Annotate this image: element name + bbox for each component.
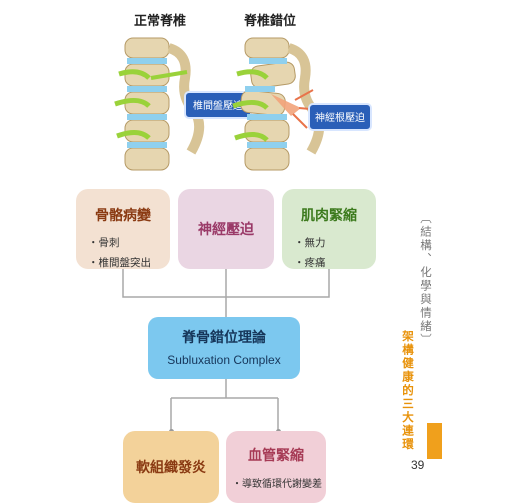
- chapter-side-title: 〔結構、化學與情緒〕 架構健康的三大連環: [398, 212, 434, 452]
- muscle-tension-title: 肌肉緊縮: [301, 208, 357, 224]
- nerve-compression-title: 神經壓迫: [198, 222, 254, 238]
- disc-compression-callout-text: 椎間盤壓迫: [193, 99, 243, 112]
- bone-item-disc-herniation: 椎間盤突出: [88, 255, 170, 270]
- muscle-tension-box: 肌肉緊縮 無力 疼痛: [282, 189, 376, 269]
- muscle-item-pain: 疼痛: [294, 255, 376, 270]
- vascular-constriction-box: 血管緊縮 導致循環代謝變差: [226, 431, 326, 503]
- bone-lesion-box: 骨骼病變 骨刺 椎間盤突出: [76, 189, 170, 269]
- spine-illustration: 椎間盤壓迫 神經根壓迫: [114, 37, 372, 171]
- subluxation-title: 脊骨錯位理論: [182, 330, 266, 346]
- soft-tissue-title: 軟組織發炎: [136, 460, 206, 476]
- vascular-item-circulation: 導致循環代謝變差: [232, 475, 326, 490]
- chapter-title: 架構健康的三大連環: [401, 330, 415, 452]
- nerve-compression-box: 神經壓迫: [178, 189, 274, 269]
- vascular-title: 血管緊縮: [248, 448, 304, 464]
- page-number: 39: [411, 458, 425, 472]
- bone-item-bone-spur: 骨刺: [88, 235, 170, 250]
- bone-lesion-title: 骨骼病變: [95, 208, 151, 224]
- misaligned-spine-label: 脊椎錯位: [244, 14, 297, 29]
- misaligned-spine-image: [232, 37, 325, 171]
- soft-tissue-inflammation-box: 軟組織發炎: [123, 431, 219, 503]
- muscle-item-weakness: 無力: [294, 235, 376, 250]
- nerve-root-compression-callout-text: 神經根壓迫: [315, 111, 365, 124]
- normal-spine-image: [114, 37, 205, 171]
- subluxation-complex-box: 脊骨錯位理論 Subluxation Complex: [148, 317, 300, 379]
- chapter-subtitle: 〔結構、化學與情緒〕: [419, 212, 433, 347]
- normal-spine-label: 正常脊椎: [134, 14, 187, 29]
- subluxation-subtitle: Subluxation Complex: [167, 353, 281, 367]
- nerve-root-compression-callout: [308, 103, 372, 131]
- chapter-accent-bar: [427, 423, 442, 459]
